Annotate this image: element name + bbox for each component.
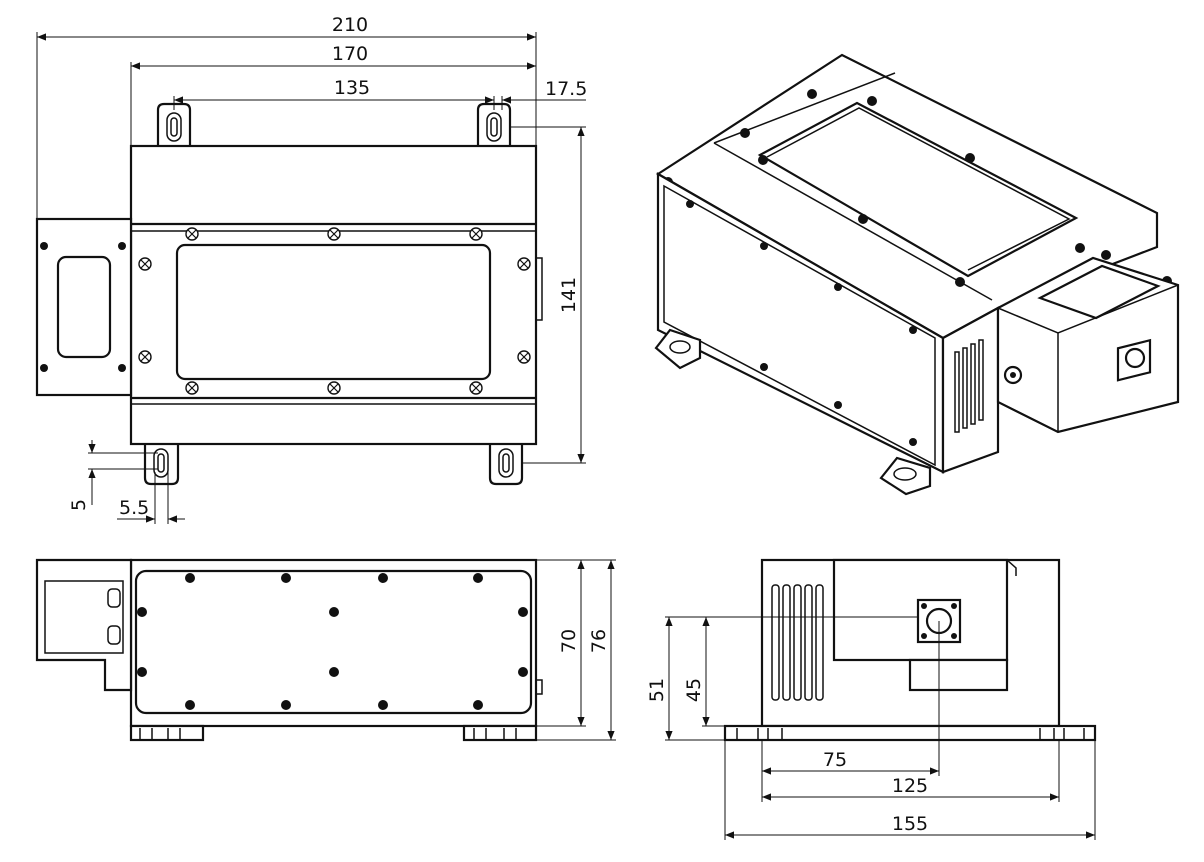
dim-port-x: 75 <box>823 749 847 771</box>
mounting-tab <box>476 102 512 146</box>
end-base <box>723 724 1097 742</box>
front-body <box>129 558 538 728</box>
dim-height-total: 76 <box>588 629 610 653</box>
front-side-module <box>35 558 133 692</box>
dim-mount-offset: 17.5 <box>545 78 587 100</box>
end-view: 51 45 75 125 155 <box>646 558 1097 840</box>
front-view: 70 76 <box>35 558 616 742</box>
dim-depth: 141 <box>558 277 580 313</box>
dim-body-length: 170 <box>332 43 368 65</box>
isometric-view <box>654 53 1180 496</box>
vent-slots <box>771 584 824 701</box>
dim-base-width: 155 <box>892 813 928 835</box>
dim-port-height-base: 51 <box>646 678 668 702</box>
side-module <box>35 217 133 397</box>
top-cover-window <box>175 243 492 381</box>
mounting-tab <box>156 102 192 146</box>
vent-slots <box>954 339 984 433</box>
dim-slot-width: 5.5 <box>119 497 149 519</box>
dim-mount-spacing: 135 <box>334 77 370 99</box>
dim-overall-length: 210 <box>332 14 368 36</box>
top-view: 210 170 135 17.5 141 5 5.5 <box>35 14 587 524</box>
main-housing <box>129 144 538 446</box>
dim-slot-offset: 5 <box>68 499 90 511</box>
dim-port-height-body: 45 <box>683 678 705 702</box>
mounting-tab <box>143 444 180 486</box>
dim-body-width: 125 <box>892 775 928 797</box>
mounting-tab <box>488 444 524 486</box>
dim-height-body: 70 <box>558 629 580 653</box>
